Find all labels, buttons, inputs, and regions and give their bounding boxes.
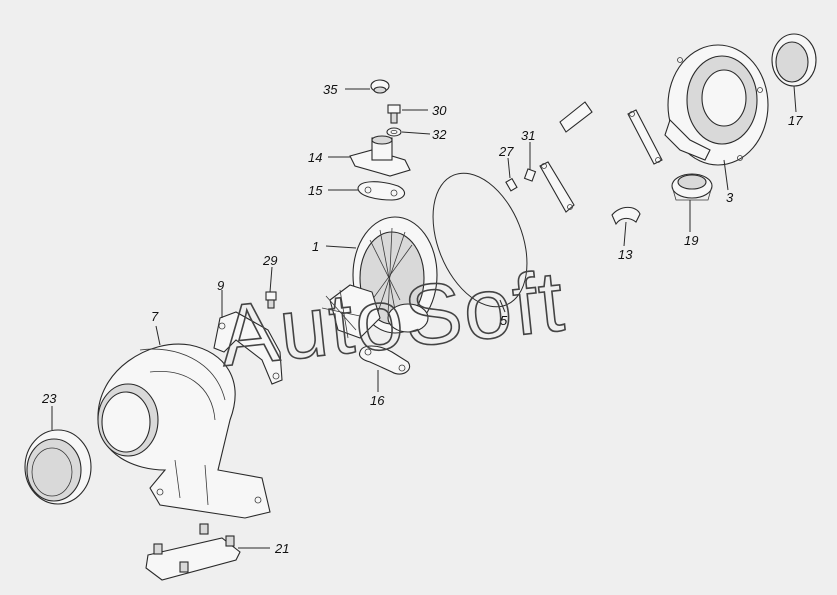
part-35-plug[interactable] bbox=[370, 79, 390, 94]
clamp-link-middle[interactable] bbox=[539, 161, 575, 213]
callout-9: 9 bbox=[217, 278, 224, 293]
callout-15: 15 bbox=[308, 183, 323, 198]
callout-31: 31 bbox=[521, 128, 535, 143]
part-17-compressor-cover[interactable] bbox=[771, 33, 817, 87]
callout-23: 23 bbox=[41, 391, 57, 406]
part-3-compressor-housing[interactable] bbox=[664, 44, 769, 166]
callout-5: 5 bbox=[500, 313, 508, 328]
callout-7: 7 bbox=[151, 309, 159, 324]
part-1-center-cartridge[interactable] bbox=[321, 216, 438, 339]
part-5-o-ring[interactable] bbox=[415, 159, 545, 320]
callout-19: 19 bbox=[684, 233, 698, 248]
callout-32: 32 bbox=[432, 127, 447, 142]
part-7-turbine-housing[interactable] bbox=[97, 343, 271, 519]
callout-30: 30 bbox=[432, 103, 447, 118]
callout-3: 3 bbox=[726, 190, 734, 205]
part-32-washer[interactable] bbox=[386, 127, 402, 137]
part-15-gasket[interactable] bbox=[357, 181, 406, 201]
part-9-gasket[interactable] bbox=[213, 311, 283, 385]
callout-27: 27 bbox=[498, 144, 514, 159]
leader-lines bbox=[51, 85, 797, 549]
part-31-nut[interactable] bbox=[523, 168, 537, 182]
part-30-bolt[interactable] bbox=[387, 104, 401, 124]
part-13-clamp-segment[interactable] bbox=[611, 206, 641, 226]
callout-14: 14 bbox=[308, 150, 322, 165]
callout-35: 35 bbox=[323, 82, 338, 97]
clamp-link-upper[interactable] bbox=[559, 101, 593, 133]
part-21-flange-plate[interactable] bbox=[145, 523, 241, 581]
callout-13: 13 bbox=[618, 247, 633, 262]
callout-1: 1 bbox=[312, 239, 319, 254]
watermark-text: AutoSoft bbox=[216, 253, 570, 385]
callout-21: 21 bbox=[274, 541, 289, 556]
callout-16: 16 bbox=[370, 393, 385, 408]
callout-17: 17 bbox=[788, 113, 803, 128]
part-29-bolt[interactable] bbox=[265, 291, 277, 309]
clamp-link-right[interactable] bbox=[627, 109, 663, 165]
part-19-nut-ring[interactable] bbox=[671, 173, 713, 201]
part-16-drain-gasket[interactable] bbox=[358, 345, 410, 375]
part-27-screw[interactable] bbox=[505, 177, 518, 192]
part-23-end-cap[interactable] bbox=[24, 429, 92, 505]
callout-29: 29 bbox=[262, 253, 277, 268]
part-14-inlet-flange[interactable] bbox=[349, 135, 411, 177]
